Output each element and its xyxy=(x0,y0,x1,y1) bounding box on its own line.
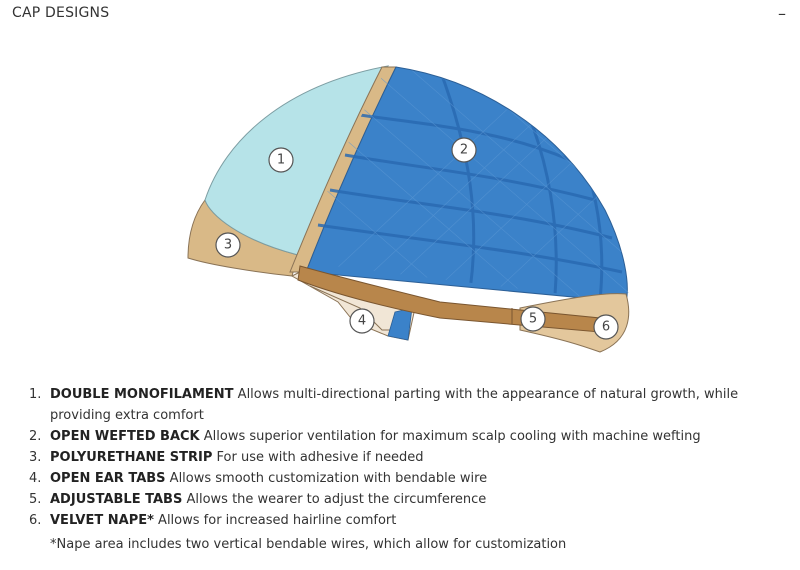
callout-6: 6 xyxy=(593,314,619,340)
section-header: CAP DESIGNS – xyxy=(0,0,800,32)
feature-name: VELVET NAPE* xyxy=(50,513,154,528)
feature-number: 4. xyxy=(29,471,42,486)
footnote: *Nape area includes two vertical bendabl… xyxy=(50,537,567,552)
collapse-toggle-button[interactable]: – xyxy=(778,4,786,23)
feature-number: 2. xyxy=(29,429,42,444)
feature-description: Allows for increased hairline comfort xyxy=(153,513,397,528)
callout-2: 2 xyxy=(451,137,477,163)
feature-name: OPEN EAR TABS xyxy=(50,471,166,486)
feature-list: 1. DOUBLE MONOFILAMENT Allows multi-direc… xyxy=(0,384,800,531)
svg-text:4: 4 xyxy=(358,314,366,329)
feature-name: POLYURETHANE STRIP xyxy=(50,450,213,465)
feature-item: 3. POLYURETHANE STRIP For use with adhesi… xyxy=(0,447,800,468)
feature-description: Allows superior ventilation for maximum … xyxy=(199,429,701,444)
feature-name: ADJUSTABLE TABS xyxy=(50,492,183,507)
feature-item: 6. VELVET NAPE* Allows for increased hair… xyxy=(0,510,800,531)
callout-1: 1 xyxy=(268,147,294,173)
feature-item: 2. OPEN WEFTED BACK Allows superior venti… xyxy=(0,426,800,447)
cap-illustration: 1 2 3 4 5 6 xyxy=(187,65,630,353)
feature-item: 1. DOUBLE MONOFILAMENT Allows multi-direc… xyxy=(0,384,800,426)
feature-number: 5. xyxy=(29,492,42,507)
svg-text:2: 2 xyxy=(460,143,468,158)
feature-description: For use with adhesive if needed xyxy=(212,450,424,465)
callout-3: 3 xyxy=(215,232,241,258)
feature-name: DOUBLE MONOFILAMENT xyxy=(50,387,234,402)
svg-text:1: 1 xyxy=(277,153,285,168)
feature-description: Allows smooth customization with bendabl… xyxy=(165,471,488,486)
callout-4: 4 xyxy=(349,308,375,334)
feature-item: 4. OPEN EAR TABS Allows smooth customizat… xyxy=(0,468,800,489)
feature-name: OPEN WEFTED BACK xyxy=(50,429,200,444)
feature-number: 1. xyxy=(29,387,42,402)
feature-number: 3. xyxy=(29,450,42,465)
svg-text:3: 3 xyxy=(224,238,232,253)
cap-diagram: 1 2 3 4 5 6 xyxy=(0,40,800,370)
svg-text:6: 6 xyxy=(602,320,610,335)
feature-item: 5. ADJUSTABLE TABS Allows the wearer to a… xyxy=(0,489,800,510)
callout-5: 5 xyxy=(520,306,546,332)
svg-text:5: 5 xyxy=(529,312,537,327)
feature-description: Allows the wearer to adjust the circumfe… xyxy=(182,492,487,507)
feature-number: 6. xyxy=(29,513,42,528)
section-title: CAP DESIGNS xyxy=(12,5,110,21)
feature-description: Allows multi-directional parting with th… xyxy=(50,387,739,423)
